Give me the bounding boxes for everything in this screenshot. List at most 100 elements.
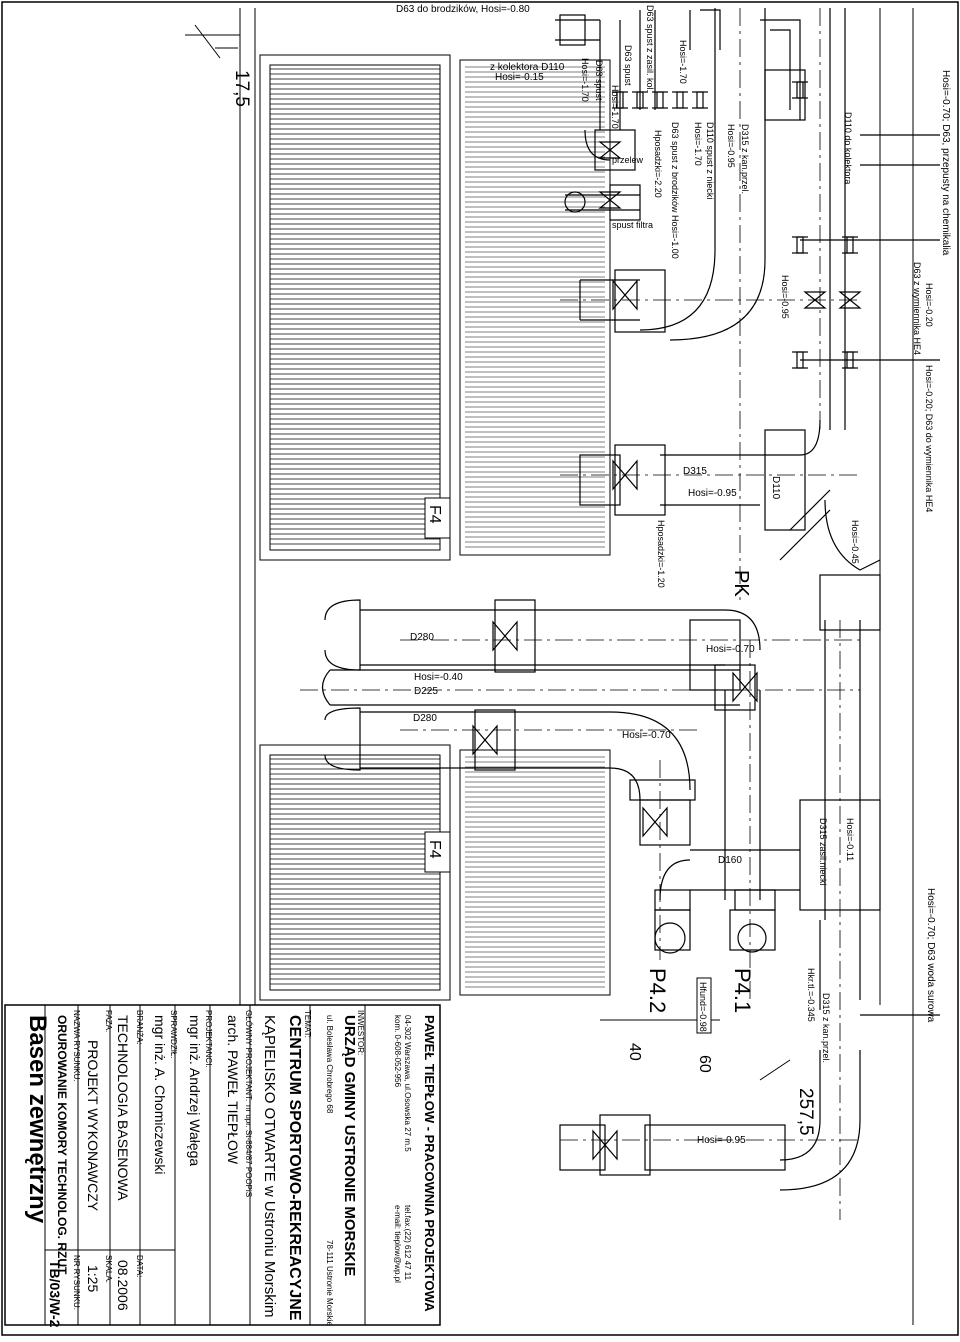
title-date: 08.2006 — [115, 1260, 131, 1311]
valve-3 — [492, 620, 518, 652]
title-branch: TECHNOLOGIA BASENOWA — [115, 1015, 131, 1201]
label-right-top: Hosi=-0.70; D63, przepusty na chemikalia — [940, 70, 951, 256]
title-topic-sub: KĄPIELISKO OTWARTE w Ustroniu Morskim — [261, 1015, 278, 1318]
label-hosi-070-b: Hosi=-0.70 — [622, 730, 671, 741]
valve-6 — [642, 806, 668, 838]
filter-block-2 — [259, 744, 611, 1001]
label-d63-z-wymiennika: D63 z wymiennika HE4 — [912, 262, 922, 355]
title-checked-label: SPRAWDZIŁ: — [169, 1010, 178, 1059]
label-d280-a: D280 — [410, 632, 434, 643]
label-hposadzki-220: Hposadzki=-2.20 — [653, 130, 663, 198]
title-investor-addr: ul. Bolesława Chrobrego 68 — [325, 1015, 334, 1114]
small-valve-5 — [842, 351, 858, 369]
label-d63-spust-a: D63 spust — [594, 60, 604, 101]
label-hkr: Hkr.tl.=-0.345 — [806, 968, 816, 1022]
label-right-bottom: Hosi=-0.70; D63 woda surowa — [925, 888, 936, 1023]
label-d315-hosi: Hosi=-0.95 — [688, 488, 737, 499]
title-scale: 1:25 — [85, 1265, 101, 1292]
zone-f4-bottom: F4 — [426, 840, 443, 859]
title-name-2: Basen zewnętrzny — [24, 1015, 51, 1224]
small-valve-3 — [792, 351, 808, 369]
label-d315-kan-przel: D315 z kan.przel. — [821, 993, 831, 1063]
title-email: e-mail: tieplow@wp.pl — [393, 1205, 402, 1283]
label-d315-kan-2: Hosi=-0.95 — [726, 124, 736, 168]
label-hosi-170-a: Hosi=-1.70 — [678, 40, 688, 84]
title-date-label: DATA: — [135, 1255, 144, 1277]
label-d315-zasil: D315 zasil.niecki — [818, 818, 828, 886]
label-d225: D225 — [414, 686, 438, 697]
label-hosi-095-bottom: Hosi=-0.95 — [697, 1135, 746, 1146]
title-name-1: ORUROWANIE KOMORY TECHNOLOG. RZUT — [55, 1015, 69, 1275]
label-przelew: przelew — [612, 155, 644, 165]
dimension-60: 60 — [696, 1055, 713, 1073]
label-hosi-170-b: Hosi=-1.70 — [580, 58, 590, 102]
title-address: 04-302 Warszawa, ul.Osowska 27 m.5 — [403, 1015, 412, 1152]
title-tel: tel.fax.(22) 612 47 11 — [403, 1205, 412, 1281]
label-d110-spust-1: D110 spust z niecki — [705, 122, 715, 199]
label-d315-kan-1: D315 z kan.przel. — [740, 124, 750, 194]
title-firm: PAWEŁ TIEPŁOW - PRACOWNIA PROJEKTOWA — [422, 1015, 437, 1312]
title-topic-label: TEMAT: — [303, 1010, 312, 1038]
title-topic: CENTRUM SPORTOWO-REKREACYJNE — [286, 1015, 303, 1321]
label-d63-spust-z-zasil: D63 spust z zasil. kol. — [645, 5, 655, 92]
small-valve-9 — [612, 91, 628, 109]
valve-9 — [838, 291, 862, 309]
title-checker: mgr inż. A. Chomiczewski — [152, 1015, 168, 1174]
title-investor-city: 78-111 Ustronie Morskie — [325, 1240, 334, 1327]
small-valve-7 — [672, 91, 688, 109]
label-hosi-040: Hosi=-0.40 — [414, 672, 463, 683]
valve-7 — [592, 1129, 618, 1161]
small-valve-6 — [652, 91, 668, 109]
label-d110-spust-2: Hosi=-1.70 — [693, 122, 703, 166]
pump-p4-1: P4.1 — [730, 968, 755, 1013]
zone-pk: PK — [730, 570, 752, 597]
title-branch-label: BRANŻA: — [135, 1010, 144, 1045]
title-phase: PROJEKT WYKONAWCZY — [85, 1040, 101, 1212]
label-d280-b: D280 — [413, 713, 437, 724]
small-valve-4 — [842, 236, 858, 254]
label-hosi-020-d63: Hosi=-0.20; D63 do wymiennika HE4 — [924, 365, 934, 512]
valve-1 — [612, 279, 638, 311]
label-d315: D315 — [683, 466, 707, 477]
valve-5 — [732, 671, 758, 703]
title-nr-label: NR RYSUNKU: — [72, 1255, 81, 1310]
valve-10 — [598, 191, 622, 209]
title-chief: arch. PAWEŁ TIEPŁOW — [225, 1015, 241, 1165]
label-d110: D110 — [770, 476, 781, 500]
title-name-label: NAZWA RYSUNKU: — [72, 1010, 81, 1082]
title-nr: TB/03/W-2 — [47, 1260, 63, 1328]
title-block: PAWEŁ TIEPŁOW - PRACOWNIA PROJEKTOWA 04-3… — [4, 1004, 441, 1328]
title-investor-label: INWESTOR: — [356, 1010, 365, 1055]
zone-f4-top: F4 — [426, 505, 443, 524]
drawing-labels: 17,5 257,5 40 60 F4 F4 PK P4.2 P4.1 D63 … — [231, 4, 951, 1146]
valve-4 — [472, 724, 498, 756]
label-d110-do-kolektora: D110 do kolektora — [843, 112, 853, 184]
label-d63-spust-b: D63 spust — [623, 45, 633, 86]
dimension-40: 40 — [626, 1043, 643, 1061]
label-hosi-045: Hosi=-0.45 — [850, 520, 860, 564]
title-chief-perm: nr upr. St-884/87 POOPiS — [244, 1105, 253, 1197]
label-d63-brodzikow: D63 do brodzików, Hosi=-0.80 — [396, 4, 530, 15]
label-hposadzki-120: Hposadzki=-1.20 — [656, 520, 666, 588]
label-d63-spust-brodz: D63 spust z brodzików Hosi=-1.00 — [670, 122, 680, 259]
pump-p4-2: P4.2 — [645, 968, 670, 1013]
grid-mark-left: 17,5 — [231, 70, 252, 107]
filter-block-1 — [259, 54, 611, 561]
title-investor: URZĄD GMINY USTRONIE MORSKIE — [341, 1015, 358, 1276]
title-designers-label: PROJEKTANCI: — [204, 1010, 213, 1068]
filter-blocks — [259, 54, 611, 1001]
label-z-kolektora-1: z kolektora D110 — [490, 62, 565, 73]
small-valve-8 — [692, 91, 708, 109]
valve-symbols — [472, 81, 862, 1161]
label-hosi-020: Hosi=-0.20 — [924, 283, 934, 327]
grid-mark-right: 257,5 — [795, 1088, 816, 1136]
title-kom: kom. 0-608-052-956 — [393, 1015, 402, 1088]
label-hfund: Hfund=-0.98 — [698, 982, 708, 1032]
label-z-kolektora-2: Hosi=-0.15 — [495, 72, 544, 83]
title-designer: mgr inż. Andrzej Wałęga — [187, 1015, 203, 1166]
valve-11 — [598, 141, 622, 159]
label-spust-filtra: spust filtra — [612, 220, 653, 230]
title-scale-label: SKALA: — [104, 1255, 113, 1283]
